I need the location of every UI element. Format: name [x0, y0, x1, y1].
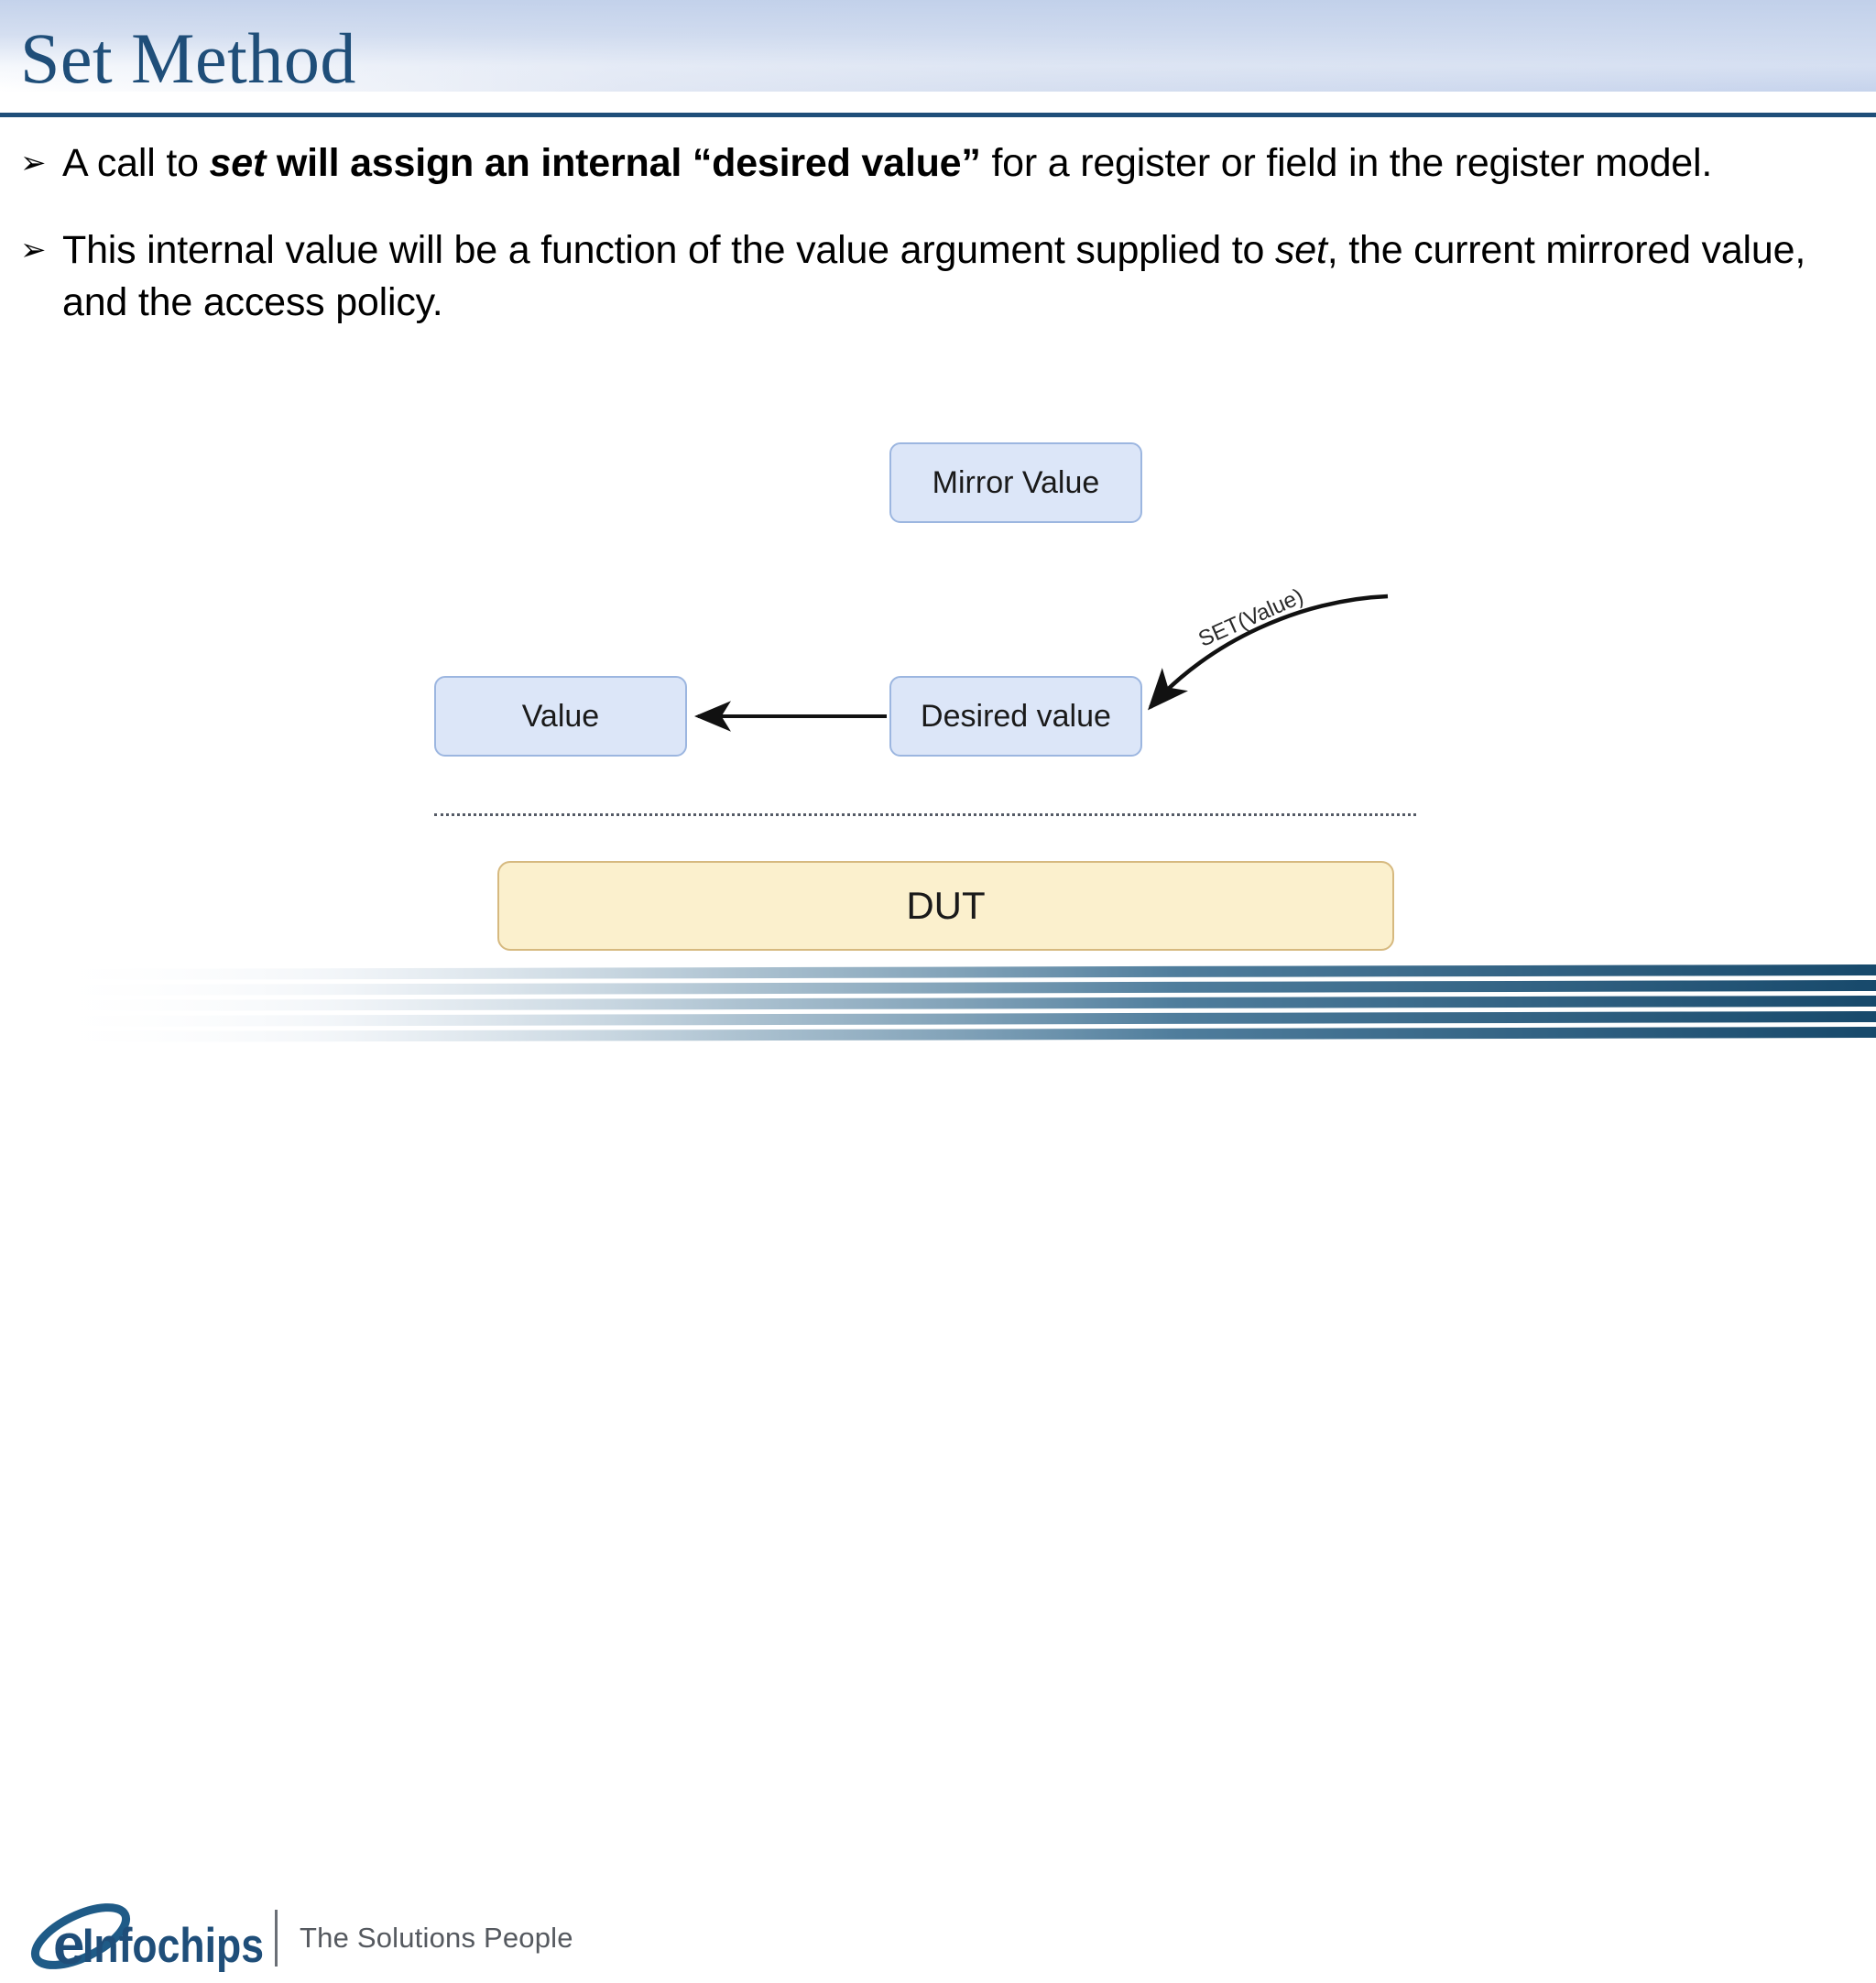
node-dut-label: DUT	[906, 884, 986, 927]
logo-divider	[275, 1910, 278, 1967]
diagram-boundary-separator	[434, 813, 1416, 816]
node-value-label: Value	[521, 698, 600, 734]
bullet-2-seg-1: set	[1274, 228, 1327, 272]
logo-letter-e: e	[53, 1913, 84, 1977]
list-item: ➢ A call to set will assign an internal …	[16, 137, 1858, 190]
bullet-1-seg-2: will assign an internal “desired value”	[266, 141, 992, 185]
set-method-diagram: Mirror Value Desired value Value SET(Val…	[434, 442, 1416, 951]
node-mirror-value-label: Mirror Value	[932, 464, 1100, 500]
slide-footer: e Infochips The Solutions People	[0, 943, 1876, 1977]
company-logo: e Infochips The Solutions People	[27, 1898, 573, 1978]
header-gradient-band	[0, 0, 1876, 92]
bullet-1-seg-3: for a register or field in the register …	[991, 141, 1713, 185]
bullet-list: ➢ A call to set will assign an internal …	[16, 137, 1858, 364]
bullet-text-1: A call to set will assign an internal “d…	[62, 137, 1858, 190]
node-dut[interactable]: DUT	[497, 861, 1394, 951]
edge-label-set-value: SET(Value)	[1194, 583, 1307, 652]
bullet-text-2: This internal value will be a function o…	[62, 224, 1858, 329]
node-desired-value-label: Desired value	[921, 698, 1111, 734]
page-title: Set Method	[20, 18, 356, 98]
header-divider-rule	[0, 113, 1876, 117]
node-desired-value[interactable]: Desired value	[889, 676, 1142, 757]
bullet-2-seg-2: , the current mirrored value, and the ac…	[62, 228, 1806, 324]
bullet-2-seg-0: This internal value will be a function o…	[62, 228, 1275, 272]
bullet-1-seg-0: A call to	[62, 141, 210, 185]
list-item: ➢ This internal value will be a function…	[16, 224, 1858, 329]
logo-tagline: The Solutions People	[300, 1922, 573, 1954]
arrow-bullet-icon: ➢	[20, 145, 47, 181]
arrow-bullet-icon: ➢	[20, 232, 47, 268]
slide-header: Set Method	[0, 0, 1876, 117]
bullet-1-seg-1: set	[209, 141, 267, 185]
logo-wordmark: Infochips	[82, 1919, 264, 1973]
node-value[interactable]: Value	[434, 676, 687, 757]
logo-orbit-and-wordmark: e Infochips	[30, 1903, 264, 1977]
node-mirror-value[interactable]: Mirror Value	[889, 442, 1142, 523]
footer-stripe-graphic	[37, 964, 1876, 1042]
einfochips-logo-mark: e Infochips	[27, 1898, 267, 1978]
